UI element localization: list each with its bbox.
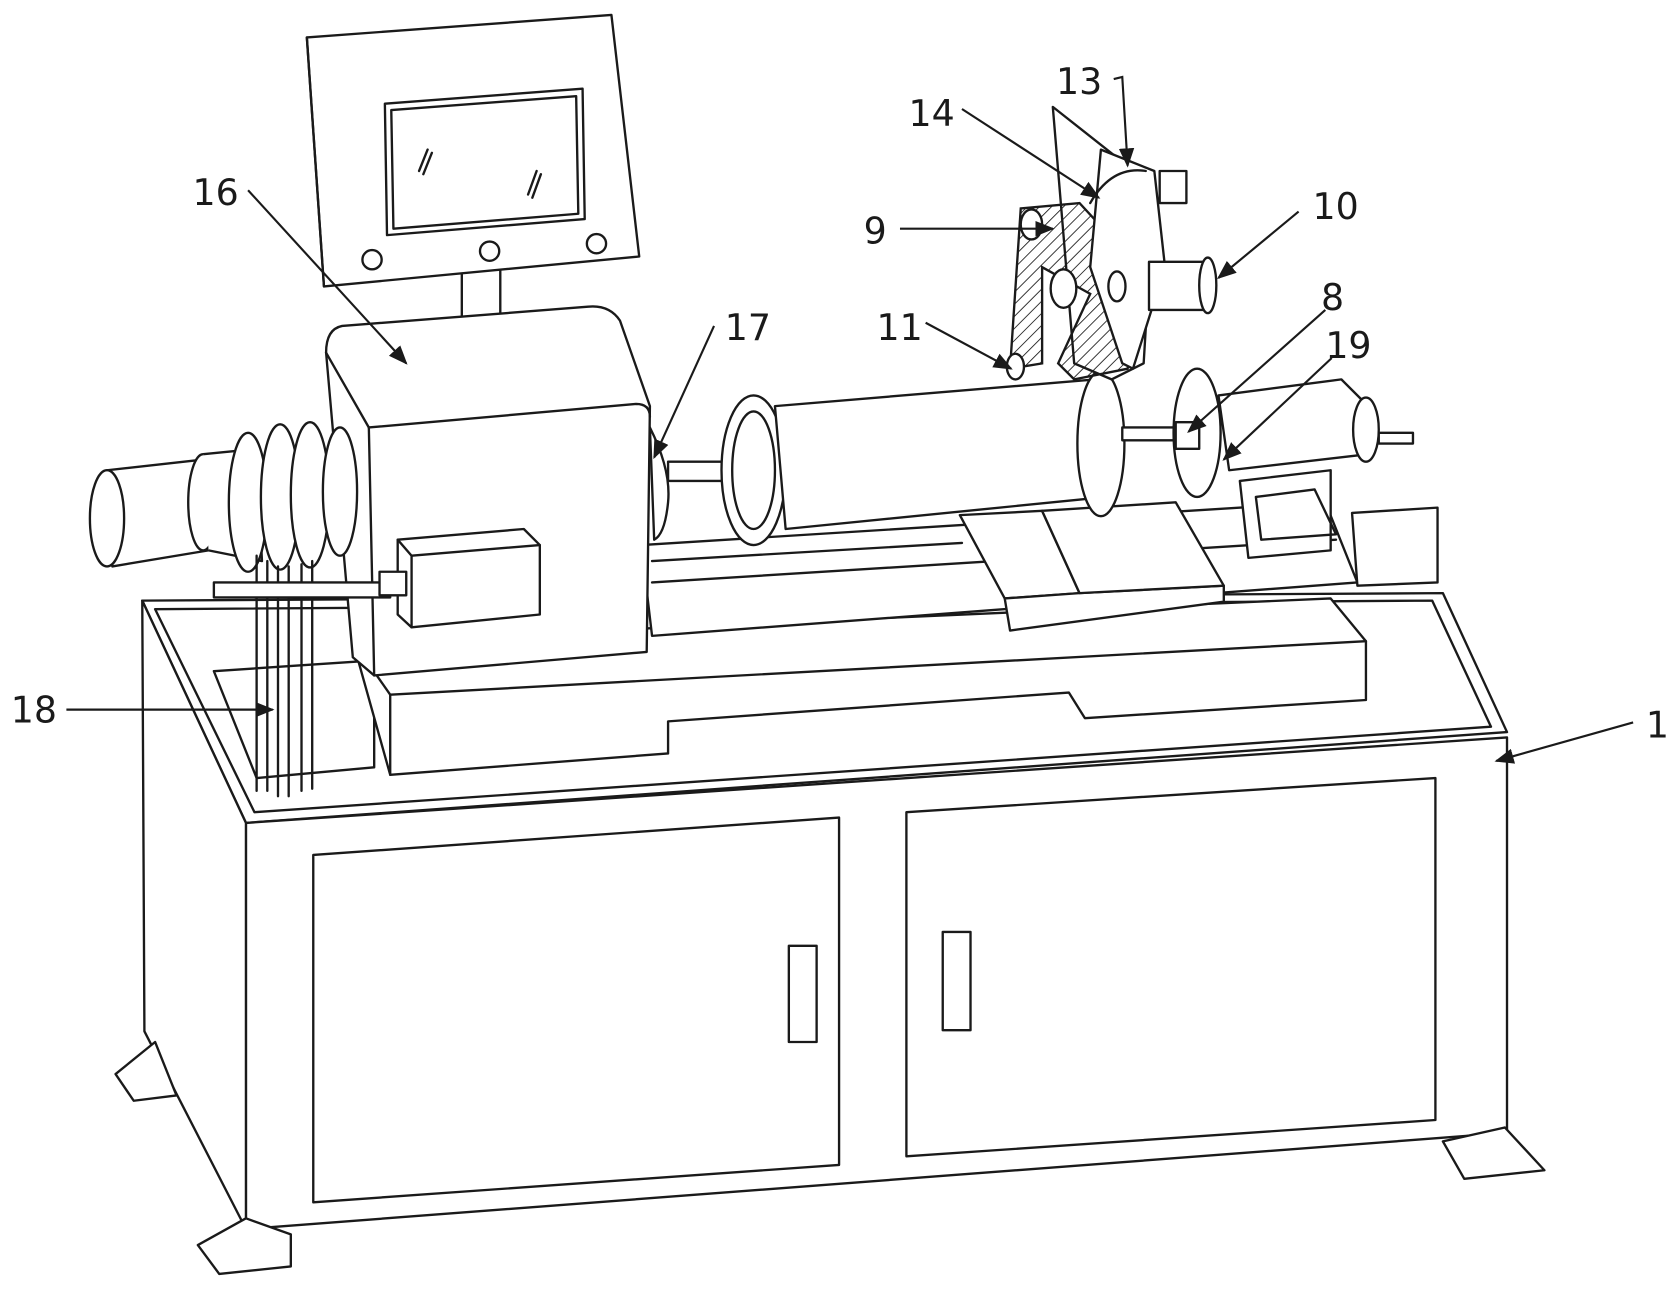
label-17: 17 <box>725 306 771 349</box>
monitor-screen <box>385 89 585 235</box>
headstock <box>326 306 668 675</box>
label-8: 8 <box>1321 276 1344 319</box>
label-1: 1 <box>1646 703 1669 746</box>
label-16: 16 <box>193 171 239 214</box>
label-13: 13 <box>1056 60 1102 103</box>
swing-arm-assembly <box>1007 107 1216 380</box>
door-handle[interactable] <box>789 946 817 1042</box>
label-11: 11 <box>876 306 922 349</box>
control-monitor <box>307 15 639 321</box>
monitor-button[interactable] <box>362 250 381 269</box>
label-14: 14 <box>909 92 955 135</box>
label-19: 19 <box>1325 324 1371 367</box>
monitor-button[interactable] <box>480 242 499 261</box>
monitor-button[interactable] <box>587 234 606 253</box>
right-door[interactable] <box>906 778 1435 1156</box>
label-18: 18 <box>11 688 57 731</box>
label-9: 9 <box>864 210 887 253</box>
door-handle[interactable] <box>943 932 971 1030</box>
left-door[interactable] <box>313 818 839 1203</box>
label-10: 10 <box>1313 185 1359 228</box>
